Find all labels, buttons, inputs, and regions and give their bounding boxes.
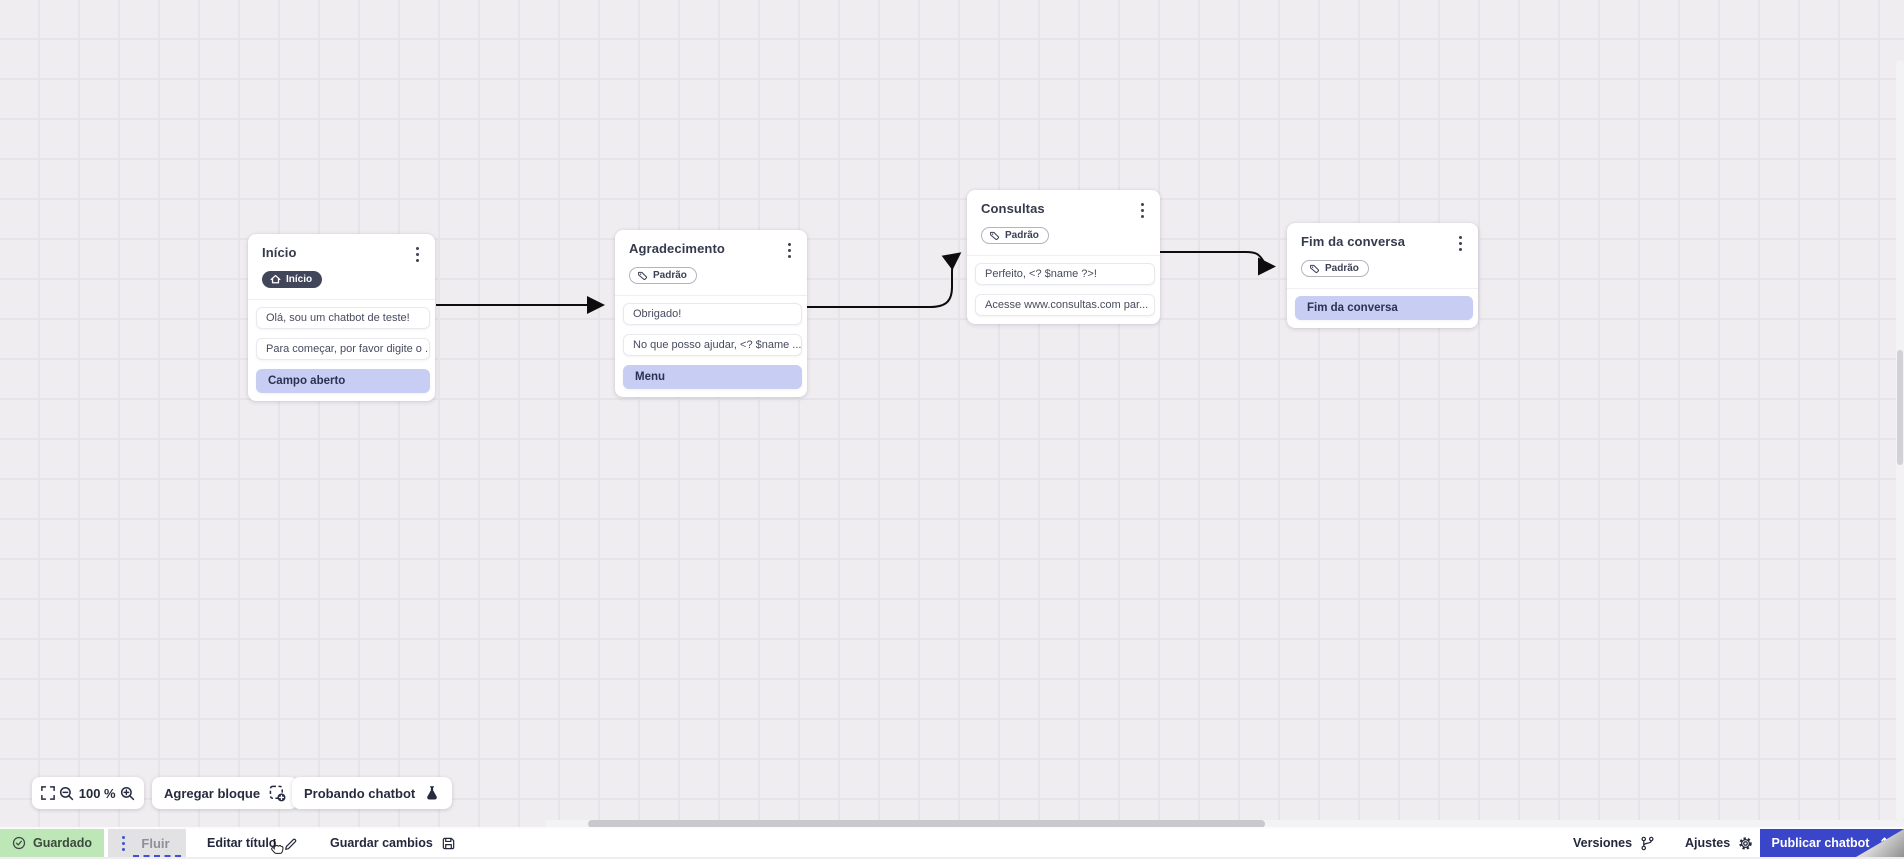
- tag-icon: [637, 270, 648, 281]
- add-block-button[interactable]: Agregar bloque: [152, 777, 298, 809]
- badge-label: Padrão: [653, 270, 687, 281]
- fullscreen-icon[interactable]: [41, 786, 55, 800]
- menu-card[interactable]: Menu: [623, 365, 802, 389]
- upload-icon: [1877, 836, 1892, 851]
- connector-consultas-fim: [1160, 252, 1273, 267]
- node-title: Agradecimento: [629, 241, 725, 256]
- node-title: Consultas: [981, 201, 1045, 216]
- open-field-card[interactable]: Campo aberto: [256, 369, 430, 393]
- message-card[interactable]: Obrigado!: [623, 303, 802, 325]
- pencil-icon: [284, 836, 299, 851]
- flow-node-consultas[interactable]: Consultas Padrão Perfeito, <? $name ?>! …: [967, 190, 1160, 324]
- edit-title-label: Editar título: [207, 836, 276, 850]
- message-card[interactable]: Perfeito, <? $name ?>!: [975, 263, 1155, 285]
- flow-connectors: [0, 0, 1904, 830]
- gear-icon: [1738, 836, 1753, 851]
- add-block-label: Agregar bloque: [164, 786, 260, 801]
- versions-button[interactable]: Versiones: [1573, 829, 1655, 857]
- home-icon: [270, 274, 281, 285]
- node-title: Fim da conversa: [1301, 234, 1405, 249]
- connector-agradecimento-consultas: [807, 254, 959, 307]
- zoom-controls: 100 %: [32, 777, 144, 809]
- vertical-scrollbar-track[interactable]: [1896, 60, 1904, 820]
- bottom-status-bar: Guardado Fluir Editar título Guardar cam…: [0, 827, 1904, 857]
- message-card[interactable]: Acesse www.consultas.com par...: [975, 294, 1155, 316]
- more-vertical-icon[interactable]: [412, 245, 423, 264]
- settings-button[interactable]: Ajustes: [1685, 829, 1753, 857]
- branch-icon: [1640, 836, 1655, 851]
- badge-label: Padrão: [1005, 230, 1039, 241]
- flask-icon: [424, 785, 440, 801]
- badge-label: Padrão: [1325, 263, 1359, 274]
- flow-node-inicio[interactable]: Início Início Olá, sou um chatbot de tes…: [248, 234, 435, 401]
- more-vertical-icon[interactable]: [116, 832, 131, 855]
- tag-icon: [989, 230, 1000, 241]
- node-header: Início Início: [248, 234, 435, 300]
- check-circle-icon: [12, 836, 26, 850]
- publish-chatbot-button[interactable]: Publicar chatbot: [1760, 829, 1904, 857]
- publish-label: Publicar chatbot: [1772, 836, 1870, 850]
- node-header: Consultas Padrão: [967, 190, 1160, 256]
- versions-label: Versiones: [1573, 836, 1632, 850]
- saved-label: Guardado: [33, 836, 92, 850]
- settings-label: Ajustes: [1685, 836, 1730, 850]
- message-card[interactable]: Olá, sou um chatbot de teste!: [256, 307, 430, 329]
- save-icon: [441, 836, 456, 851]
- node-type-badge: Padrão: [1301, 260, 1369, 277]
- node-header: Fim da conversa Padrão: [1287, 223, 1478, 289]
- test-chatbot-button[interactable]: Probando chatbot: [292, 777, 452, 809]
- node-title: Início: [262, 245, 297, 260]
- badge-label: Início: [286, 274, 312, 285]
- node-type-badge: Padrão: [629, 267, 697, 284]
- zoom-out-icon[interactable]: [59, 786, 74, 801]
- vertical-scrollbar-thumb[interactable]: [1897, 350, 1903, 465]
- flow-canvas[interactable]: Início Início Olá, sou um chatbot de tes…: [0, 0, 1904, 830]
- zoom-in-icon[interactable]: [120, 786, 135, 801]
- edit-title-button[interactable]: Editar título: [207, 829, 299, 857]
- save-changes-button[interactable]: Guardar cambios: [330, 829, 456, 857]
- flow-tab[interactable]: Fluir: [108, 829, 186, 857]
- message-card[interactable]: No que posso ajudar, <? $name ...: [623, 334, 802, 356]
- zoom-level: 100 %: [79, 786, 116, 801]
- node-type-badge: Início: [262, 271, 322, 288]
- end-conversation-card[interactable]: Fim da conversa: [1295, 296, 1473, 320]
- more-vertical-icon[interactable]: [1137, 201, 1148, 220]
- flow-node-fim-da-conversa[interactable]: Fim da conversa Padrão Fim da conversa: [1287, 223, 1478, 328]
- saved-status-badge: Guardado: [0, 829, 104, 857]
- save-changes-label: Guardar cambios: [330, 836, 433, 850]
- test-chatbot-label: Probando chatbot: [304, 786, 415, 801]
- message-card[interactable]: Para começar, por favor digite o ...: [256, 338, 430, 360]
- more-vertical-icon[interactable]: [784, 241, 795, 260]
- flow-tab-label[interactable]: Fluir: [131, 836, 186, 851]
- tag-icon: [1309, 263, 1320, 274]
- add-block-icon: [269, 785, 286, 802]
- node-type-badge: Padrão: [981, 227, 1049, 244]
- more-vertical-icon[interactable]: [1455, 234, 1466, 253]
- node-header: Agradecimento Padrão: [615, 230, 807, 296]
- flow-node-agradecimento[interactable]: Agradecimento Padrão Obrigado! No que po…: [615, 230, 807, 397]
